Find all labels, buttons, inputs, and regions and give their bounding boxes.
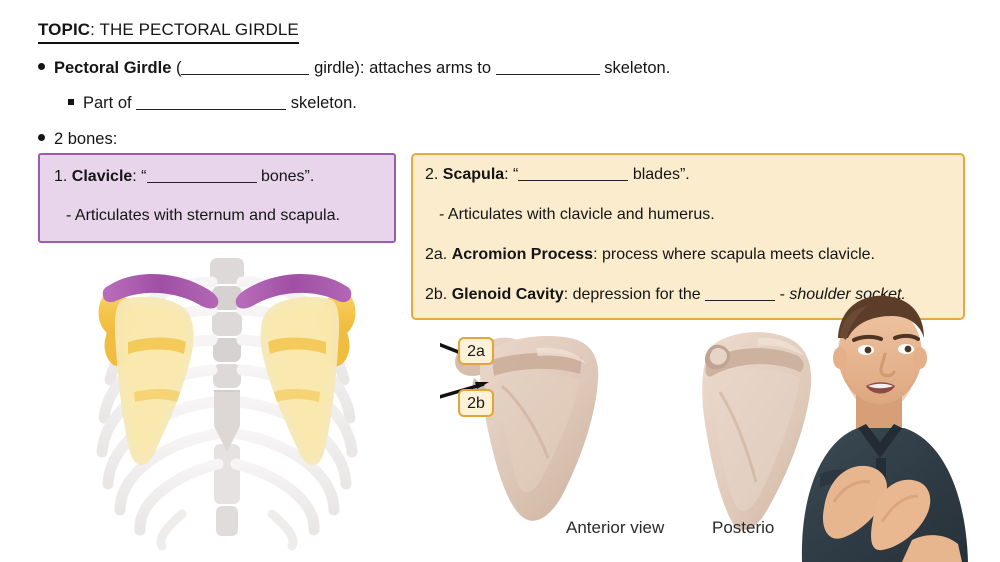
scapula-after-blank: blades”. xyxy=(628,166,690,183)
presenter-collar xyxy=(858,424,902,458)
scapula-figures-illustration xyxy=(440,332,812,531)
clavicle-detail-line: - Articulates with sternum and scapula. xyxy=(66,207,340,224)
scapula-number: 2. xyxy=(425,166,443,183)
glenoid-dash: - xyxy=(775,286,790,303)
clavicle-term: Clavicle xyxy=(71,168,133,185)
page-title: TOPIC: THE PECTORAL GIRDLE xyxy=(38,20,299,44)
scapula-term: Scapula xyxy=(442,166,505,183)
glenoid-number: 2b. xyxy=(425,286,452,303)
topic-title: THE PECTORAL GIRDLE xyxy=(99,20,299,39)
acromion-number: 2a. xyxy=(425,246,452,263)
bullet-pectoral-girdle: Pectoral Girdle ( girdle): attaches arms… xyxy=(38,59,670,79)
blank-field-appendicular xyxy=(181,74,310,75)
glenoid-term: Glenoid Cavity xyxy=(451,286,564,303)
clavicle-info-box: 1. Clavicle: “ bones”. - Articulates wit… xyxy=(38,153,396,243)
acromion-term: Acromion Process xyxy=(451,246,594,263)
blank-field-appendicular-2 xyxy=(136,109,287,110)
topic-separator: : xyxy=(90,20,100,39)
scapula-info-box: 2. Scapula: “ blades”. - Articulates wit… xyxy=(411,153,965,320)
glenoid-middle: : depression for the xyxy=(563,286,706,303)
blank-field-shoulder xyxy=(518,180,629,181)
scapula-posterior-view xyxy=(702,332,812,531)
bullet-part-of-skeleton: Part of skeleton. xyxy=(68,94,357,114)
presenter-hands xyxy=(822,465,962,562)
clavicle-heading-line: 1. Clavicle: “ bones”. xyxy=(54,168,314,186)
clavicle-highlight-left xyxy=(102,274,219,309)
scapula-detail-line: - Articulates with clavicle and humerus. xyxy=(439,206,715,223)
ribs-lower-shape xyxy=(156,509,298,551)
clavicle-after-blank: bones”. xyxy=(256,168,315,185)
topic-underline-group: TOPIC: THE PECTORAL GIRDLE xyxy=(38,20,299,44)
scapula-highlight-left xyxy=(98,290,194,466)
bullet-2-pre: Part of xyxy=(83,94,137,112)
callout-label-2b: 2b xyxy=(458,389,494,417)
caption-posterior-view: Posterio xyxy=(712,518,775,537)
presenter-head xyxy=(833,295,927,412)
clavicle-number: 1. xyxy=(54,168,72,185)
blank-field-collar xyxy=(146,182,257,183)
bullet-two-bones: 2 bones: xyxy=(38,130,117,150)
blank-field-humerus xyxy=(705,300,776,301)
caption-anterior-view: Anterior view xyxy=(566,518,665,537)
bullet-dot-icon xyxy=(38,134,45,141)
acromion-description: : process where scapula meets clavicle. xyxy=(593,246,875,263)
sternum-shape xyxy=(214,392,240,452)
scapula-colon-quote: : “ xyxy=(504,166,519,183)
scapula-highlight-right xyxy=(260,290,356,466)
acromion-process-line: 2a. Acromion Process: process where scap… xyxy=(425,246,875,264)
callout-label-2a: 2a xyxy=(458,337,494,365)
bullet-1-middle: girdle): attaches arms to xyxy=(309,59,496,77)
ribcage-illustration xyxy=(96,258,358,551)
bullet-1-open-paren: ( xyxy=(171,59,182,77)
bullet-square-icon xyxy=(68,99,74,105)
bullet-1-term: Pectoral Girdle xyxy=(54,59,172,77)
bullet-dot-icon xyxy=(38,63,45,70)
bullet-2-end: skeleton. xyxy=(286,94,357,112)
topic-label: TOPIC xyxy=(38,20,91,39)
bullet-3-text: 2 bones: xyxy=(54,130,118,148)
bullet-1-end: skeleton. xyxy=(599,59,671,77)
presenter-video-overlay xyxy=(801,295,968,562)
clavicle-highlight-right xyxy=(235,274,352,309)
scapula-heading-line: 2. Scapula: “ blades”. xyxy=(425,166,690,184)
clavicle-colon-quote: : “ xyxy=(132,168,147,185)
glenoid-cavity-line: 2b. Glenoid Cavity: depression for the -… xyxy=(425,286,906,304)
blank-field-axial-1 xyxy=(495,74,600,75)
